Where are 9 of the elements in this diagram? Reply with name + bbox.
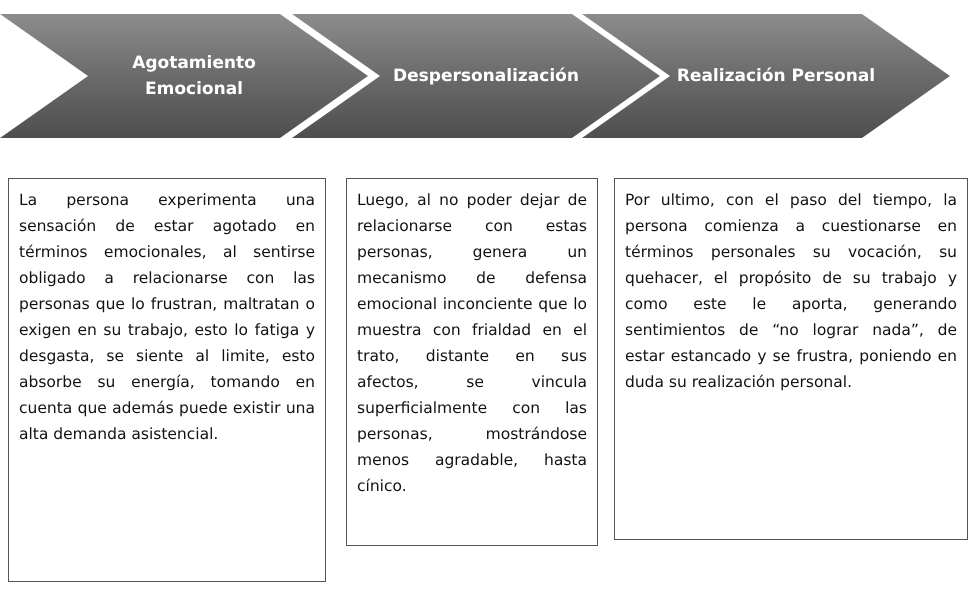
description-text: La persona experimenta una sensación de estar agotado en términos emocionales, al sentirse obligado a relacionarse con las personas que lo frustran, maltratan o exigen en su trabajo, esto lo fatiga y desgasta, se siente al limite, esto absorbe su energía, tomando en cuenta que además puede existir una alta demanda asistencial. (19, 190, 315, 445)
text-box (346, 178, 598, 546)
description-text: Por ultimo, con el paso del tiempo, la persona comienza a cuestionarse en términos personales su vocación, su quehacer, el propósito de su trabajo y como este le aporta, generando sentimientos de “no lograr nada”, de estar estancado y se frustra, poniendo en duda su realización personal. (625, 190, 957, 393)
text-box (8, 178, 326, 582)
description-text: Luego, al no poder dejar de relacionarse con estas personas, genera un mecanismo de defensa emocional inconciente que lo muestra con frialdad en el trato, distante en sus afectos, se vincula superficialmente con las personas, mostrándose menos agradable, hasta cínico. (357, 190, 587, 497)
stage-title: Despersonalización (393, 65, 579, 88)
stage-title: Agotamiento Emocional (131, 52, 257, 101)
text-box (614, 178, 968, 540)
stage-title: Realización Personal (676, 65, 876, 88)
